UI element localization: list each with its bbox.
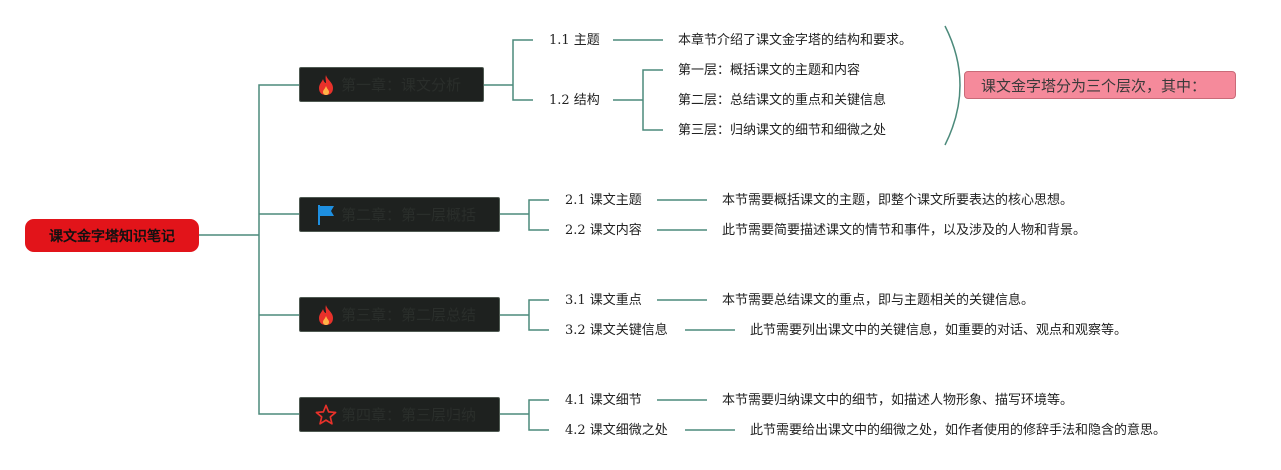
section-3-1-desc[interactable]: 本节需要总结课文的重点，即与主题相关的关键信息。 [722,293,1035,308]
section-2-2-desc[interactable]: 此节需要简要描述课文的情节和事件，以及涉及的人物和背景。 [722,223,1087,238]
chapter-4-node[interactable]: 第四章：第三层归纳 [299,397,500,432]
summary-callout[interactable]: 课文金字塔分为三个层次，其中： [964,71,1236,99]
section-2-1-desc[interactable]: 本节需要概括课文的主题，即整个课文所要表达的核心思想。 [722,193,1074,208]
chapter-2-node[interactable]: 第二章：第一层概括 [299,197,500,232]
section-3-2-desc[interactable]: 此节需要列出课文中的关键信息，如重要的对话、观点和观察等。 [750,323,1128,338]
section-3-1-label[interactable]: 3.1 课文重点 [565,293,642,308]
section-1-1-desc[interactable]: 本章节介绍了课文金字塔的结构和要求。 [678,33,913,48]
section-4-2-label[interactable]: 4.2 课文细微之处 [565,423,668,438]
star-icon [315,404,337,426]
chapter-1-node[interactable]: 第一章：课文分析 [299,67,484,102]
section-4-2-desc[interactable]: 此节需要给出课文中的细微之处，如作者使用的修辞手法和隐含的意思。 [750,423,1167,438]
section-2-2-label[interactable]: 2.2 课文内容 [565,223,642,238]
root-topic[interactable]: 课文金字塔知识笔记 [25,219,199,252]
section-4-1-label[interactable]: 4.1 课文细节 [565,393,642,408]
summary-label: 课文金字塔分为三个层次，其中： [981,76,1207,95]
root-topic-label: 课文金字塔知识笔记 [49,228,175,245]
section-1-2-label[interactable]: 1.2 结构 [549,93,600,108]
chapter-4-label: 第四章：第三层归纳 [341,406,477,424]
fire-icon [315,74,337,96]
section-1-1-label[interactable]: 1.1 主题 [549,33,600,48]
structure-item-3[interactable]: 第三层：归纳课文的细节和细微之处 [678,123,887,138]
flag-icon [315,204,337,226]
fire-icon [315,304,337,326]
section-4-1-desc[interactable]: 本节需要归纳课文中的细节，如描述人物形象、描写环境等。 [722,393,1074,408]
chapter-2-label: 第二章：第一层概括 [341,206,477,224]
section-3-2-label[interactable]: 3.2 课文关键信息 [565,323,668,338]
chapter-3-label: 第三章：第二层总结 [341,306,477,324]
section-2-1-label[interactable]: 2.1 课文主题 [565,193,642,208]
structure-item-2[interactable]: 第二层：总结课文的重点和关键信息 [678,93,887,108]
structure-item-1[interactable]: 第一层：概括课文的主题和内容 [678,63,861,78]
chapter-1-label: 第一章：课文分析 [341,76,462,94]
chapter-3-node[interactable]: 第三章：第二层总结 [299,297,500,332]
